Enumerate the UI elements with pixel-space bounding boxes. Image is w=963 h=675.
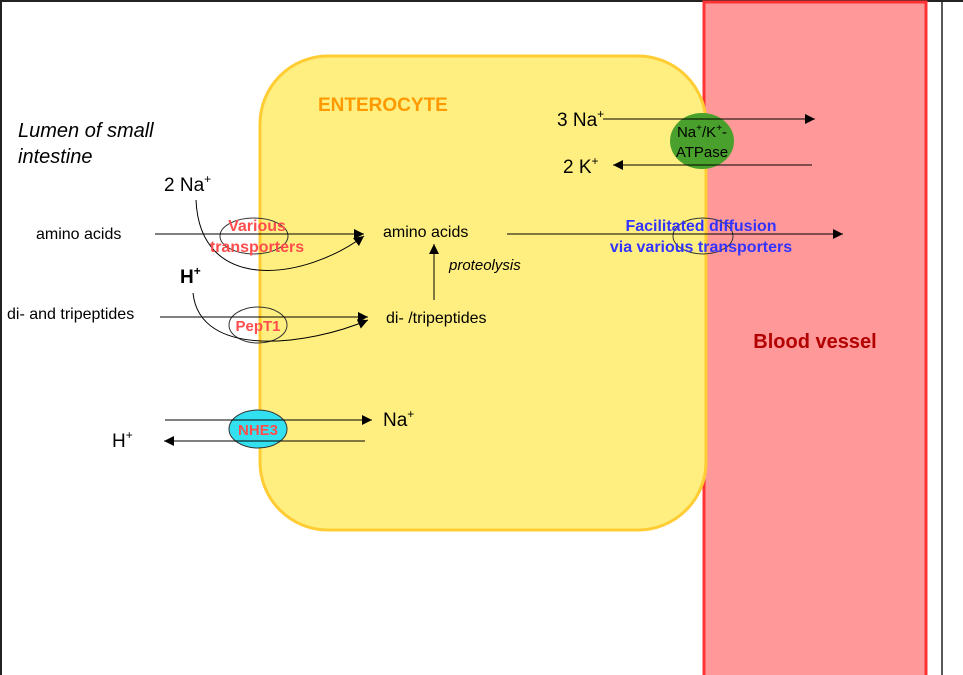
proton-bold-text: H xyxy=(180,267,194,288)
proton-bold-charge: + xyxy=(194,264,201,278)
cell-sodium-text: Na xyxy=(383,410,408,431)
various-transporters-label-line2: transporters xyxy=(210,239,304,256)
atpase-k-charge: + xyxy=(716,123,722,134)
cell-sodium-charge: + xyxy=(407,407,414,421)
atpase-label-line1: Na+/K+- xyxy=(677,123,727,141)
two-sodium-charge: + xyxy=(204,172,211,186)
facilitated-diffusion-label-line2: via various transporters xyxy=(610,239,792,256)
facilitated-diffusion-label-line1: Facilitated diffusion xyxy=(625,218,776,235)
proton-bold-label: H+ xyxy=(180,264,201,288)
atpase-dash: - xyxy=(722,124,727,141)
various-transporters-ellipse xyxy=(219,217,289,255)
three-sodium-charge: + xyxy=(597,107,604,121)
lumen-proton-charge: + xyxy=(126,428,133,442)
two-sodium-text: 2 Na xyxy=(164,175,205,196)
lumen-label-line2: intestine xyxy=(18,146,93,168)
blood-vessel-region xyxy=(702,0,928,675)
atpase-k-text: /K xyxy=(702,124,716,141)
enterocyte-cell xyxy=(258,54,708,532)
enterocyte-title: ENTEROCYTE xyxy=(318,95,448,116)
cell-peptides-label: di- /tripeptides xyxy=(386,310,487,327)
two-potassium-charge: + xyxy=(592,154,599,168)
atpase-label-line2: ATPase xyxy=(676,144,728,161)
lumen-peptides-label: di- and tripeptides xyxy=(7,306,134,323)
pept1-label: PepT1 xyxy=(235,318,280,335)
sodium-cotransport-curve-arrow xyxy=(195,199,365,271)
three-sodium-text: 3 Na xyxy=(557,110,598,131)
two-potassium-label: 2 K+ xyxy=(563,154,599,178)
lumen-label-line1: Lumen of small xyxy=(18,120,154,142)
proton-cotransport-curve-arrow xyxy=(192,292,369,342)
atpase-na-text: Na xyxy=(677,124,697,141)
pept1-ellipse xyxy=(228,306,288,344)
three-sodium-label: 3 Na+ xyxy=(557,107,604,131)
lumen-proton-label: H+ xyxy=(112,428,133,452)
nhe3-label: NHE3 xyxy=(238,422,278,439)
proteolysis-label: proteolysis xyxy=(448,257,521,274)
lumen-proton-text: H xyxy=(112,431,126,452)
two-potassium-text: 2 K xyxy=(563,157,592,178)
atpase-na-charge: + xyxy=(696,123,702,134)
blood-vessel-label: Blood vessel xyxy=(753,331,876,353)
various-transporters-label-line1: Various xyxy=(228,218,286,235)
facilitated-transporter-ellipse xyxy=(672,217,734,255)
cell-amino-acids-label: amino acids xyxy=(383,224,468,241)
lumen-amino-acids-label: amino acids xyxy=(36,226,121,243)
two-sodium-label: 2 Na+ xyxy=(164,172,211,196)
atpase-pump xyxy=(670,113,734,169)
cell-sodium-label: Na+ xyxy=(383,407,414,431)
